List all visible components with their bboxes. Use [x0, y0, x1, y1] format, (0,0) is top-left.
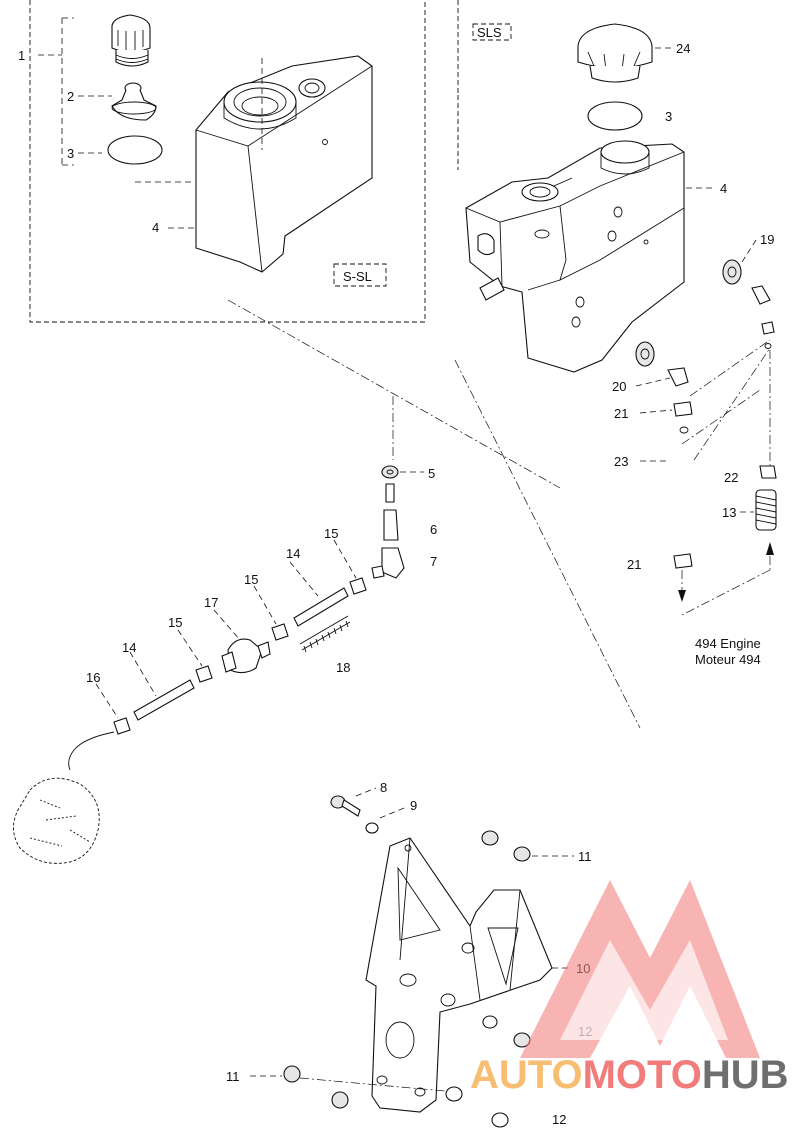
nut-5	[381, 465, 399, 479]
watermark-moto: MOTO	[583, 1053, 702, 1097]
hose-14-b	[133, 679, 195, 721]
clamp-15-c	[195, 665, 213, 683]
engine-fragment	[13, 777, 100, 864]
callout-22: 22	[724, 470, 738, 485]
bracket-10	[365, 837, 553, 1113]
callout-24: 24	[676, 41, 690, 56]
callout-9: 9	[410, 798, 417, 813]
spring-18	[299, 615, 351, 653]
watermark-logo: AUTOMOTOHUB	[470, 880, 789, 1097]
oil-tank-left	[195, 55, 373, 273]
mounting-bracket-assembly: 8 9 11 10 12	[226, 780, 592, 1128]
callout-19: 19	[760, 232, 774, 247]
spring-13	[755, 489, 777, 531]
grommet-lower	[635, 341, 689, 387]
callout-11-left: 11	[226, 1069, 240, 1084]
callout-17: 17	[204, 595, 218, 610]
washer-12-a	[482, 1015, 498, 1029]
oil-tank-right	[465, 140, 685, 373]
screw-8	[330, 795, 361, 817]
watermark-auto: AUTO	[470, 1053, 583, 1097]
callout-23: 23	[614, 454, 628, 469]
clamp-21-lower	[673, 553, 693, 569]
callout-1: 1	[18, 48, 25, 63]
washer-9	[365, 822, 379, 834]
callout-18: 18	[336, 660, 350, 675]
callout-16: 16	[86, 670, 100, 685]
clamp-16	[113, 717, 131, 735]
clamp-15-b	[271, 623, 289, 641]
clamp-15-a	[349, 577, 367, 595]
elbow-7	[381, 547, 405, 579]
o-ring-left	[107, 135, 163, 165]
callout-4-right: 4	[720, 181, 727, 196]
callout-14-a: 14	[286, 546, 300, 561]
callout-15-b: 15	[244, 572, 258, 587]
callout-14-b: 14	[122, 640, 136, 655]
callout-3-right: 3	[665, 109, 672, 124]
callout-5: 5	[428, 466, 435, 481]
engine-note-en: 494 Engine	[695, 636, 761, 651]
svg-text:AUTOMOTOHUB: AUTOMOTOHUB	[470, 1053, 789, 1097]
callout-15-c: 15	[168, 615, 182, 630]
clamp-21-upper	[673, 401, 693, 417]
washer-12-c	[445, 1086, 463, 1102]
callout-7: 7	[430, 554, 437, 569]
nut-11-d	[331, 1091, 349, 1109]
callout-6: 6	[430, 522, 437, 537]
engine-note-fr: Moteur 494	[695, 652, 761, 667]
oil-cap-left	[111, 14, 151, 67]
callout-21-upper: 21	[614, 406, 628, 421]
callout-3-left: 3	[67, 146, 74, 161]
watermark-hub: HUB	[702, 1053, 789, 1097]
callout-12-lower: 12	[552, 1112, 566, 1127]
callout-2: 2	[67, 89, 74, 104]
grommet-upper	[722, 259, 771, 305]
callout-4-left: 4	[152, 220, 159, 235]
nut-11-c	[283, 1065, 301, 1083]
variant-tag-left: S-SL	[343, 269, 372, 284]
vent-valve	[111, 82, 157, 121]
clamp-22	[759, 465, 777, 479]
callout-15-a: 15	[324, 526, 338, 541]
right-variant-panel: SLS 24 3	[457, 0, 777, 667]
nut-11-a	[481, 830, 499, 846]
left-variant-panel: S-SL 1 2 3	[18, 0, 426, 323]
callout-21-lower: 21	[627, 557, 641, 572]
check-valve-6	[383, 509, 399, 541]
oil-filter-17	[221, 638, 271, 674]
nut-11-b	[513, 846, 531, 862]
o-ring-right	[587, 101, 643, 131]
variant-tag-right: SLS	[477, 25, 502, 40]
callout-8: 8	[380, 780, 387, 795]
callout-20: 20	[612, 379, 626, 394]
hose-14-a	[293, 587, 349, 627]
oil-cap-right	[577, 23, 653, 83]
callout-13: 13	[722, 505, 736, 520]
washer-12-d	[491, 1112, 509, 1128]
callout-11-right: 11	[578, 849, 592, 864]
oil-line-assembly: 5 6 7 15 14 15 17	[13, 465, 437, 864]
